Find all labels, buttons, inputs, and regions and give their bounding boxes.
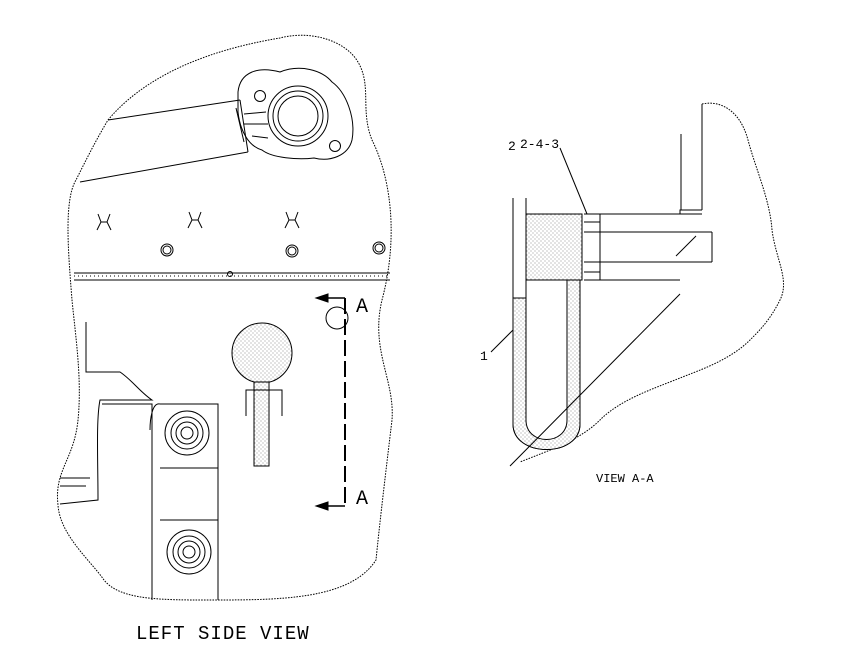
clip-symbol: [187, 211, 203, 229]
fitting-shading: [525, 213, 583, 281]
small-hole: [372, 241, 386, 255]
section-breakout: [519, 102, 784, 463]
lower-bushing-outer: [166, 529, 212, 575]
upper-arm: [79, 99, 249, 183]
section-marker-top: A: [356, 296, 368, 319]
flange-boss-mid: [272, 90, 324, 142]
shaded-stem: [253, 381, 270, 467]
small-hole-inner: [374, 243, 384, 253]
lower-linkage: [59, 322, 219, 600]
upper-bushing-outer: [164, 410, 210, 456]
small-hole-inner: [162, 245, 172, 255]
section-marker-bottom: A: [356, 488, 368, 511]
upper-arm-inner: [235, 107, 245, 143]
lower-bushing-mid: [172, 535, 206, 569]
fitting-body: [584, 209, 713, 281]
callout-item-1: 1: [480, 349, 488, 364]
left-side-view: [56, 34, 393, 601]
breakout-outline: [56, 34, 393, 601]
small-hole: [160, 243, 174, 257]
arrowhead-top: [314, 293, 329, 303]
section-view-a-a: [490, 102, 784, 467]
fitting-diagonal: [675, 235, 697, 257]
flange-boss-inner: [277, 95, 319, 137]
upper-bushing-core: [180, 426, 194, 440]
shaded-bulb: [231, 322, 293, 384]
small-hole-inner: [287, 246, 297, 256]
section-boss: [325, 306, 349, 330]
lower-bushing-inner: [177, 540, 201, 564]
callout-prefix: 2: [508, 139, 516, 154]
split-line-pin: [227, 271, 233, 277]
u-tube-shading: [512, 279, 581, 450]
arrowhead-bottom: [314, 501, 329, 511]
left-view-title: LEFT SIDE VIEW: [136, 623, 310, 645]
flange-bolt-hole: [329, 140, 341, 152]
callout-leader-1: [490, 329, 514, 353]
upper-bushing-mid: [170, 416, 204, 450]
right-view-title: VIEW A-A: [596, 472, 654, 486]
small-hole: [285, 244, 299, 258]
callout-leader-2-4-3: [559, 147, 588, 215]
section-cut-diagonal: [509, 293, 681, 467]
upper-bushing-inner: [175, 421, 199, 445]
clip-symbol: [284, 211, 300, 229]
flange-boss-outer: [267, 85, 329, 147]
stem-fitting: [245, 389, 283, 416]
lower-bushing-core: [182, 545, 196, 559]
flange-bolt-hole: [254, 90, 266, 102]
callout-part-ref: 2-4-3: [520, 137, 559, 152]
lower-linkage-edge: [60, 477, 90, 487]
flange-bracket: [243, 111, 269, 139]
bushing-plate: [160, 467, 218, 521]
clip-symbol: [96, 213, 112, 231]
fitting-shading-edge: [513, 213, 583, 299]
mounting-flange: [237, 67, 354, 160]
